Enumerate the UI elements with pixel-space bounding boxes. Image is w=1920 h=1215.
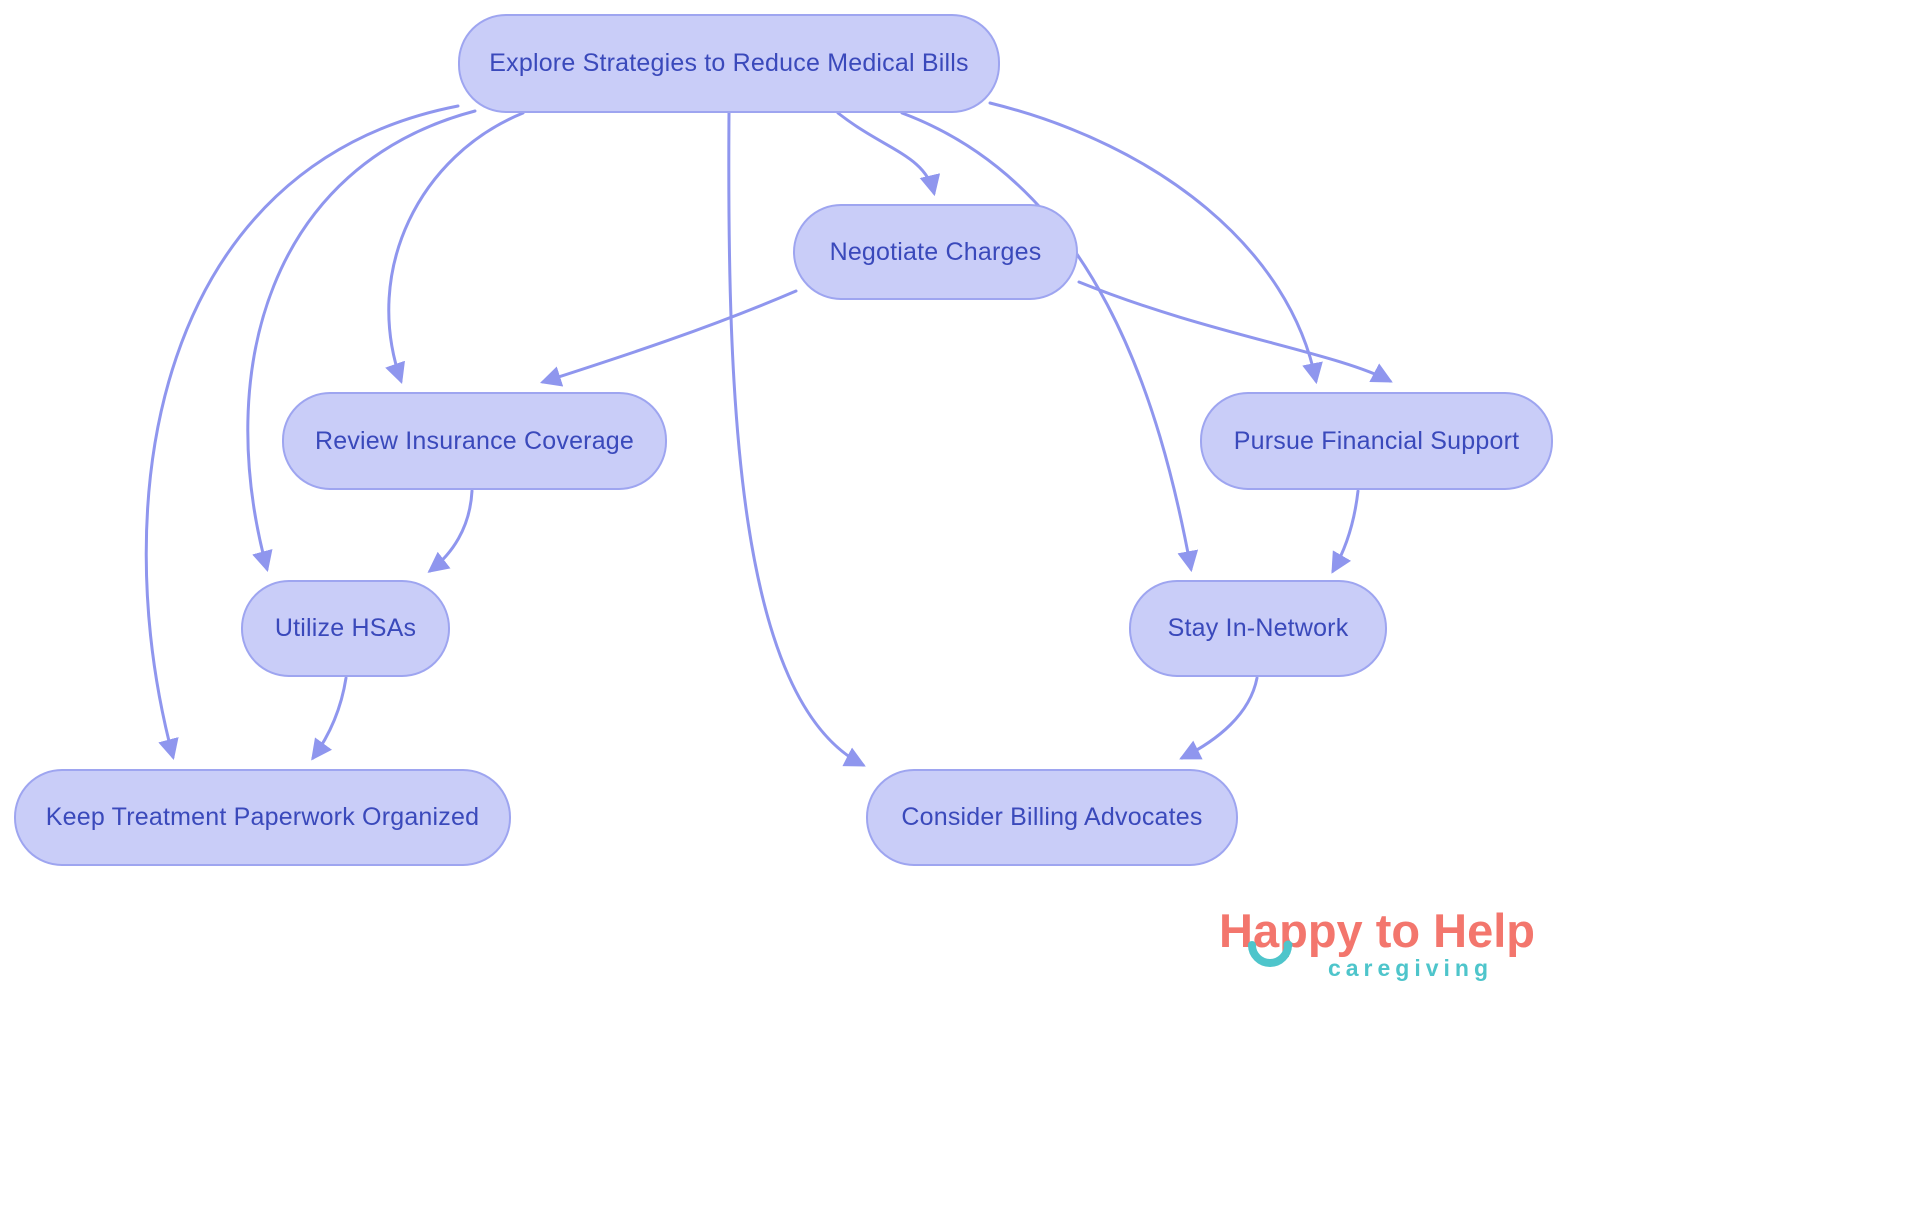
node-explore-strategies: Explore Strategies to Reduce Medical Bil… bbox=[458, 14, 1000, 113]
node-pursue-financial-support: Pursue Financial Support bbox=[1200, 392, 1553, 490]
node-utilize-hsas: Utilize HSAs bbox=[241, 580, 450, 677]
edge-negotiate-review bbox=[540, 289, 798, 387]
edge-explore-paperwork bbox=[144, 104, 460, 761]
edge-explore-review bbox=[385, 111, 525, 384]
edge-network-advocates bbox=[1179, 676, 1259, 760]
logo-subtitle: caregiving bbox=[1327, 955, 1493, 981]
node-label: Stay In-Network bbox=[1167, 614, 1349, 642]
edge-explore-pursue bbox=[988, 101, 1323, 385]
edge-review-hsa bbox=[427, 489, 474, 573]
node-label: Review Insurance Coverage bbox=[314, 426, 635, 455]
node-label: Pursue Financial Support bbox=[1233, 426, 1520, 455]
brand-logo: Happy to Help caregiving bbox=[1160, 903, 1535, 993]
edge-explore-advocates bbox=[727, 111, 866, 767]
node-label: Negotiate Charges bbox=[829, 237, 1042, 266]
node-label: Keep Treatment Paperwork Organized bbox=[45, 803, 480, 831]
edge-pursue-network bbox=[1331, 489, 1360, 574]
edge-hsa-paperwork bbox=[311, 676, 348, 761]
node-consider-billing-advocates: Consider Billing Advocates bbox=[866, 769, 1238, 866]
node-label: Consider Billing Advocates bbox=[901, 803, 1203, 831]
smile-icon bbox=[1248, 940, 1293, 967]
logo-title: Happy to Help bbox=[1219, 904, 1535, 957]
edge-explore-network bbox=[900, 111, 1199, 573]
edge-explore-hsa bbox=[246, 109, 477, 573]
node-keep-paperwork-organized: Keep Treatment Paperwork Organized bbox=[14, 769, 511, 866]
node-review-insurance: Review Insurance Coverage bbox=[282, 392, 667, 490]
node-stay-in-network: Stay In-Network bbox=[1129, 580, 1387, 677]
edge-negotiate-pursue bbox=[1077, 280, 1393, 383]
edge-explore-negotiate bbox=[836, 111, 941, 197]
node-label: Utilize HSAs bbox=[274, 614, 417, 642]
node-negotiate-charges: Negotiate Charges bbox=[793, 204, 1078, 300]
node-label: Explore Strategies to Reduce Medical Bil… bbox=[489, 49, 969, 77]
